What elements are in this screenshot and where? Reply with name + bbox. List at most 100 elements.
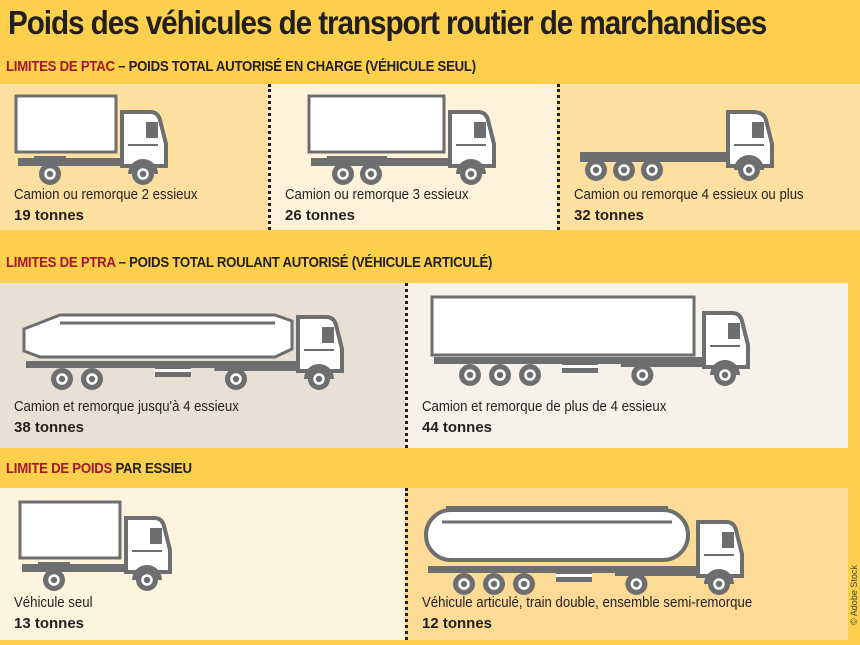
truck-chassis-4-axles-icon bbox=[580, 110, 774, 181]
heading-highlight: LIMITES DE PTRA bbox=[6, 254, 116, 271]
vehicle-shape bbox=[327, 156, 359, 166]
vehicle-shape bbox=[434, 357, 702, 364]
vehicle-shape bbox=[150, 528, 162, 544]
tanker-semi-trailer-icon bbox=[424, 506, 744, 595]
ptra-panel-over-4-axles: Camion et remorque de plus de 4 essieux … bbox=[405, 283, 848, 448]
vehicle-shape bbox=[34, 156, 66, 166]
vehicle-shape bbox=[22, 313, 294, 359]
heading-highlight: LIMITES DE PTAC bbox=[6, 58, 115, 75]
photo-credit: © Adobe Stock bbox=[849, 565, 860, 625]
vehicle-shape bbox=[39, 163, 61, 185]
vehicle-shape bbox=[489, 364, 511, 386]
vehicle-shape bbox=[631, 364, 654, 386]
vehicle-shape bbox=[332, 163, 354, 185]
vehicle-shape bbox=[460, 163, 482, 185]
vehicle-shape bbox=[614, 568, 700, 576]
vehicle-shape bbox=[448, 110, 496, 168]
tipper-semi-trailer-icon bbox=[22, 313, 344, 390]
vehicle-shape bbox=[630, 578, 643, 590]
vehicle-shape bbox=[86, 373, 98, 385]
vehicle-label: Camion ou remorque 3 essieux bbox=[285, 186, 469, 203]
vehicle-shape bbox=[710, 345, 740, 347]
ptac-panel-4-axles: Camion ou remorque 4 essieux ou plus 32 … bbox=[557, 84, 860, 230]
vehicle-shape bbox=[124, 516, 172, 574]
vehicle-shape bbox=[56, 373, 68, 385]
vehicle-shape bbox=[26, 361, 296, 368]
vehicle-shape bbox=[580, 152, 730, 162]
axle-panel-articulated: Véhicule articulé, train double, ensembl… bbox=[405, 488, 848, 640]
vehicle-shape bbox=[48, 574, 60, 586]
vehicle-shape bbox=[428, 566, 696, 573]
vehicle-shape bbox=[464, 369, 476, 381]
vehicle-shape bbox=[365, 168, 377, 180]
heading-highlight: LIMITE DE POIDS bbox=[6, 460, 113, 477]
ptra-panel-up-to-4-axles: Camion et remorque jusqu'à 4 essieux 38 … bbox=[0, 283, 405, 448]
vehicle-shape bbox=[696, 520, 744, 578]
section-heading-ptra: LIMITES DE PTRA – POIDS TOTAL ROULANT AU… bbox=[6, 254, 492, 271]
vehicle-shape bbox=[18, 500, 122, 560]
vehicle-shape bbox=[513, 573, 535, 595]
vehicle-shape bbox=[322, 327, 334, 343]
vehicle-shape bbox=[307, 94, 446, 154]
vehicle-shape bbox=[474, 122, 486, 138]
vehicle-shape bbox=[646, 164, 658, 176]
vehicle-shape bbox=[488, 578, 500, 590]
vehicle-shape bbox=[137, 168, 149, 180]
vehicle-shape bbox=[562, 365, 598, 368]
vehicle-shape bbox=[625, 573, 648, 595]
vehicle-shape bbox=[43, 569, 65, 591]
vehicle-shape bbox=[708, 573, 730, 595]
vehicle-shape bbox=[704, 554, 734, 556]
vehicle-shape bbox=[141, 574, 153, 586]
vehicle-shape bbox=[518, 578, 530, 590]
vehicle-shape bbox=[132, 550, 162, 552]
vehicle-label: Camion ou remorque 4 essieux ou plus bbox=[574, 186, 804, 203]
weight-value: 13 tonnes bbox=[14, 615, 85, 632]
vehicle-shape bbox=[155, 369, 191, 372]
heading-text: PAR ESSIEU bbox=[112, 460, 192, 477]
vehicle-shape bbox=[136, 569, 158, 591]
vehicle-shape bbox=[590, 164, 602, 176]
vehicle-label: Camion et remorque de plus de 4 essieux bbox=[422, 398, 667, 415]
vehicle-shape bbox=[214, 363, 300, 371]
axle-panel-single: Véhicule seul 13 tonnes bbox=[0, 488, 405, 640]
rigid-truck-icon bbox=[18, 500, 172, 591]
weight-value: 38 tonnes bbox=[14, 419, 85, 436]
vehicle-shape bbox=[713, 578, 725, 590]
vehicle-shape bbox=[430, 295, 696, 357]
vehicle-shape bbox=[146, 122, 158, 138]
weight-value: 44 tonnes bbox=[422, 419, 493, 436]
ptac-panel-3-axles: Camion ou remorque 3 essieux 26 tonnes bbox=[268, 84, 560, 230]
ptac-panel-2-axles: Camion ou remorque 2 essieux 19 tonnes bbox=[0, 84, 268, 230]
vehicle-shape bbox=[22, 564, 128, 572]
vehicle-shape bbox=[714, 364, 736, 386]
vehicle-shape bbox=[44, 168, 56, 180]
weight-value: 12 tonnes bbox=[422, 615, 493, 632]
vehicle-shape bbox=[51, 368, 73, 390]
section-heading-ptac: LIMITES DE PTAC – POIDS TOTAL AUTORISÉ E… bbox=[6, 58, 476, 75]
vehicle-shape bbox=[483, 573, 505, 595]
vehicle-shape bbox=[337, 168, 349, 180]
vehicle-shape bbox=[120, 110, 168, 168]
vehicle-shape bbox=[360, 163, 382, 185]
vehicle-shape bbox=[38, 562, 70, 572]
vehicle-shape bbox=[225, 368, 247, 390]
weight-value: 19 tonnes bbox=[14, 207, 85, 224]
vehicle-shape bbox=[355, 156, 387, 166]
vehicle-shape bbox=[722, 532, 734, 548]
vehicle-shape bbox=[128, 144, 158, 146]
rigid-truck-2-axles-icon bbox=[14, 94, 168, 185]
page-title: Poids des véhicules de transport routier… bbox=[8, 4, 767, 41]
vehicle-shape bbox=[18, 158, 124, 166]
vehicle-shape bbox=[81, 368, 103, 390]
vehicle-label: Camion ou remorque 2 essieux bbox=[14, 186, 198, 203]
vehicle-shape bbox=[728, 323, 740, 339]
vehicle-shape bbox=[585, 159, 607, 181]
vehicle-shape bbox=[613, 159, 635, 181]
vehicle-shape bbox=[752, 122, 764, 138]
vehicle-shape bbox=[524, 369, 536, 381]
vehicle-shape bbox=[424, 508, 690, 562]
vehicle-shape bbox=[313, 373, 325, 385]
vehicle-shape bbox=[702, 311, 750, 369]
vehicle-shape bbox=[14, 94, 118, 154]
